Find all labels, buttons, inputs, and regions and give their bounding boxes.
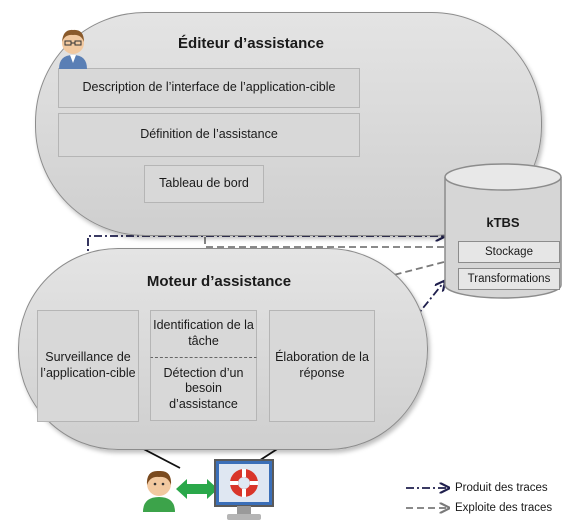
storage-box: Stockage	[458, 241, 560, 263]
need-detection-box: Détection d’un besoin d’assistance	[150, 357, 257, 421]
legend-exploits-label: Exploite des traces	[455, 502, 553, 514]
dashboard-box: Tableau de bord	[144, 165, 264, 203]
interface-description-box: Description de l’interface de l’applicat…	[58, 68, 360, 108]
engine-title: Moteur d’assistance	[146, 273, 292, 290]
transformations-box: Transformations	[458, 268, 560, 290]
task-identification-box: Identification de la tâche	[150, 310, 257, 358]
editor-title: Éditeur d’assistance	[178, 35, 324, 52]
ktbs-to-dashboard-arrow	[205, 210, 444, 248]
ktbs-title: kTBS	[486, 215, 520, 230]
surveillance-box: Surveillance de l’application-cible	[37, 310, 139, 422]
assistance-definition-box: Définition de l’assistance	[58, 113, 360, 157]
response-elaboration-box: Élaboration de la réponse	[269, 310, 375, 422]
user-avatar-icon	[59, 29, 87, 69]
double-arrow-icon	[176, 479, 218, 499]
database-cylinder-icon	[444, 163, 562, 299]
legend-produces-label: Produit des traces	[455, 482, 548, 494]
user-avatar-icon	[143, 470, 175, 512]
ktbs-database: kTBS Stockage Transformations	[444, 163, 562, 299]
surveillance-to-ktbs-arrow	[87, 236, 444, 310]
lifebuoy-screen-icon	[214, 459, 274, 520]
